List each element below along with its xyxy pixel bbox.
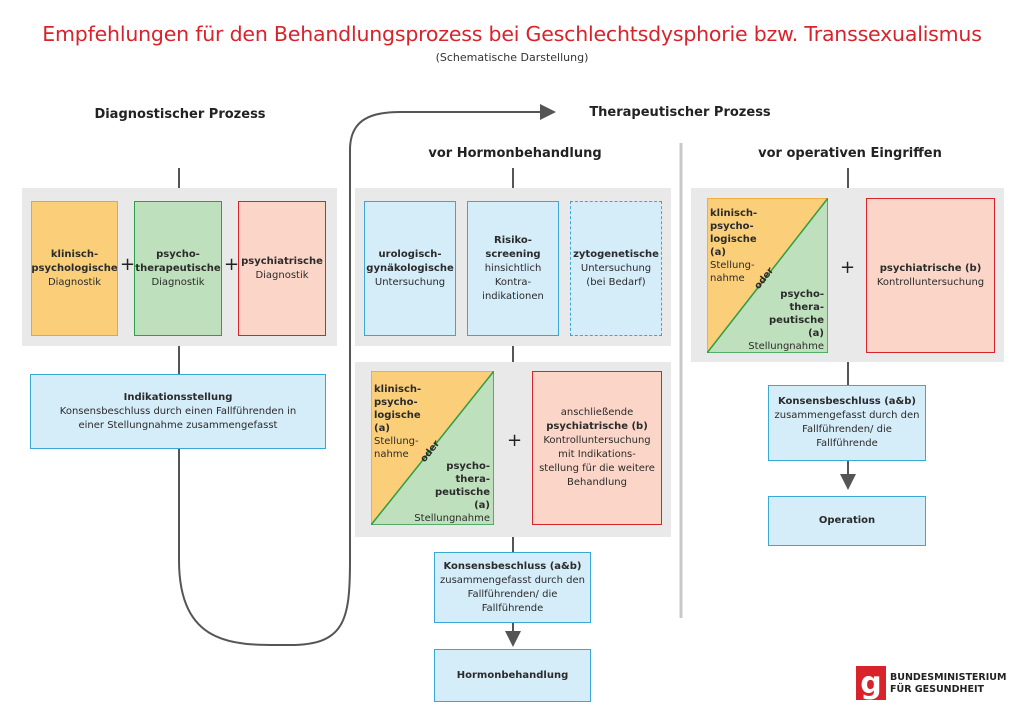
surgery-tri-b: psycho-thera-peutische (a) Stellungnahme <box>736 288 824 353</box>
psych-pre: anschließende <box>560 407 634 418</box>
header-before-surgery: vor operativen Eingriffen <box>758 146 942 161</box>
uro-gyn-exam-box: urologisch-gynäkologische Untersuchung <box>364 201 456 336</box>
header-diagnostic: Diagnostischer Prozess <box>94 107 266 122</box>
plus-sign: + <box>507 430 523 451</box>
diag-box3-bold: psychiatrische <box>241 255 323 267</box>
diag-clinical-psych-box: klinisch-psychologische Diagnostik <box>31 201 118 336</box>
tri-b-text: Stellungnahme <box>414 513 490 524</box>
diag-box3-text: Diagnostik <box>255 269 309 281</box>
tri-b-bold: psycho-thera-peutische (a) <box>768 289 824 339</box>
psych-text: Kontrolluntersuchung <box>876 276 985 288</box>
ministry-logo-icon: g <box>856 666 886 701</box>
hormone-tri-a: klinisch-psycho-logische (a) Stellung-na… <box>374 383 422 461</box>
cytogenetic-exam-box: zytogenetische Untersuchung (bei Bedarf) <box>570 201 662 336</box>
tri-b-bold: psycho-thera-peutische (a) <box>434 461 490 511</box>
indication-box: Indikationsstellung Konsensbeschluss dur… <box>30 374 326 449</box>
diag-box1-bold: klinisch-psychologische <box>31 248 118 274</box>
consensus-bold: Konsensbeschluss (a&b) <box>443 560 582 572</box>
hormone-treatment-box: Hormonbehandlung <box>434 649 591 702</box>
diag-box2-text: Diagnostik <box>151 276 205 288</box>
exam3-bold: zytogenetische <box>573 248 659 260</box>
exam1-text: Untersuchung <box>374 276 446 288</box>
surgery-tri-a: klinisch-psycho-logische (a) Stellung-na… <box>710 207 758 285</box>
indication-text: Konsensbeschluss durch einen Fallführend… <box>59 405 297 431</box>
diagram-subtitle: (Schematische Darstellung) <box>435 51 589 64</box>
hormone-result: Hormonbehandlung <box>456 669 569 681</box>
tri-green <box>707 198 828 353</box>
plus-sign: + <box>120 254 136 275</box>
operation-box: Operation <box>768 496 926 546</box>
ministry-logo-text: BUNDESMINISTERIUM FÜR GESUNDHEIT <box>890 672 1006 696</box>
plus-sign: + <box>224 254 240 275</box>
hormone-consensus-box: Konsensbeschluss (a&b) zusammengefasst d… <box>434 552 591 623</box>
psych-text: Kontrolluntersuchung mit Indikations-ste… <box>539 435 655 488</box>
loop-arrow <box>178 104 556 647</box>
consensus-text: zusammengefasst durch den Fallführenden/… <box>440 574 585 614</box>
diag-box2-bold: psycho-therapeutische <box>135 248 221 274</box>
tri-a-bold: klinisch-psycho-logische (a) <box>374 384 422 434</box>
diag-psychiatric-box: psychiatrische Diagnostik <box>238 201 326 336</box>
hormone-tri-b: psycho-thera-peutische (a) Stellungnahme <box>402 460 490 525</box>
logo-line2: FÜR GESUNDHEIT <box>890 684 984 695</box>
hormone-psychiatric-box: anschließende psychiatrische (b) Kontrol… <box>532 371 662 525</box>
exam1-bold: urologisch-gynäkologische <box>366 248 454 274</box>
header-before-hormone: vor Hormonbehandlung <box>428 146 602 161</box>
surgery-consensus-box: Konsensbeschluss (a&b) zusammengefasst d… <box>768 385 926 461</box>
psych-bold: psychiatrische (b) <box>879 262 982 274</box>
diagram-title: Empfehlungen für den Behandlungsprozess … <box>42 22 982 46</box>
logo-line1: BUNDESMINISTERIUM <box>890 672 1007 683</box>
hormone-either-or-triangles <box>371 371 494 525</box>
plus-sign: + <box>840 257 856 278</box>
header-therapeutic: Therapeutischer Prozess <box>589 105 771 120</box>
tri-green <box>371 371 494 525</box>
tri-a-text: Stellung-nahme <box>710 260 755 284</box>
surgery-result: Operation <box>818 515 876 526</box>
psych-bold: psychiatrische (b) <box>546 421 648 432</box>
consensus-bold: Konsensbeschluss (a&b) <box>777 396 916 407</box>
surgery-either-or-triangles <box>707 198 828 353</box>
tri-a-text: Stellung-nahme <box>374 436 419 460</box>
exam3-text: Untersuchung (bei Bedarf) <box>580 262 652 288</box>
diag-psychotherapeutic-box: psycho-therapeutische Diagnostik <box>134 201 222 336</box>
risk-screening-box: Risiko-screening hinsichtlich Kontra-ind… <box>467 201 559 336</box>
exam2-bold: Risiko-screening <box>485 234 541 260</box>
consensus-text: zusammengefasst durch den Fallführenden/… <box>774 410 920 449</box>
exam2-text: hinsichtlich Kontra-indikationen <box>482 262 544 302</box>
diag-box1-text: Diagnostik <box>47 276 102 288</box>
indication-title: Indikationsstellung <box>123 391 233 403</box>
tri-b-text: Stellungnahme <box>748 341 824 352</box>
tri-a-bold: klinisch-psycho-logische (a) <box>710 208 758 258</box>
surgery-psychiatric-box: psychiatrische (b) Kontrolluntersuchung <box>866 198 995 353</box>
